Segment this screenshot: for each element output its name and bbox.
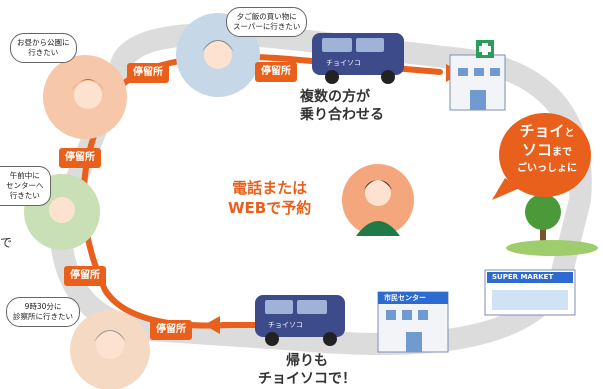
- soko-text: ソコ: [521, 141, 552, 159]
- to-text: と: [564, 128, 575, 139]
- bus-stop-label-2: 停留所: [255, 62, 297, 82]
- choisoko-line3: ごいっしょに: [517, 163, 577, 174]
- elderly-woman-hair: [202, 40, 234, 52]
- operator-face: [365, 180, 391, 206]
- speech-bubble-center-line1: 午前中に: [9, 171, 40, 180]
- speech-bubble-supermarket: 夕ご飯の買い物に スーパーに行きたい: [226, 7, 308, 37]
- civic-center-sign: 市民センター: [384, 294, 426, 302]
- van-logo-bottom: チョイソコ: [268, 321, 303, 329]
- choi-text: チョイ: [519, 122, 565, 140]
- speech-bubble-clinic: 9時30分に 診察所に行きたい: [6, 297, 80, 327]
- bus-stop-label-4: 停留所: [64, 266, 106, 286]
- caption-ride-share-line2: 乗り合わせる: [300, 107, 384, 123]
- speech-bubble-center-line3: 行きたい: [9, 191, 40, 200]
- speech-bubble-park: お昼から公園に 行きたい: [10, 33, 77, 63]
- caption-return-line2: チョイソコで！: [258, 371, 356, 387]
- hospital-building-icon: [449, 40, 506, 111]
- van-bottom-icon: [255, 295, 345, 346]
- speech-bubble-clinic-line2: 診察所に行きたい: [13, 312, 73, 321]
- elderly-woman-face: [204, 41, 232, 69]
- bus-stop-label-5: 停留所: [150, 320, 192, 340]
- bus-stop-label-1: 停留所: [127, 63, 169, 83]
- caption-return: 帰りも チョイソコで！: [258, 352, 356, 388]
- caption-reserve-line2: WEBで予約: [228, 199, 312, 217]
- van-logo-top: チョイソコ: [326, 59, 361, 67]
- caption-ride-share: 複数の方が 乗り合わせる: [300, 88, 384, 124]
- caption-reserve-line1: 電話または: [232, 179, 308, 197]
- caption-reserve: 電話または WEBで予約: [228, 178, 311, 218]
- grandma-face: [96, 331, 124, 359]
- choisoko-line2: ソコまで: [509, 142, 585, 161]
- civic-center-building-icon: [377, 291, 449, 353]
- supermarket-building-icon: [484, 269, 576, 316]
- mother-face: [74, 81, 102, 109]
- choisoko-line1: チョイと: [509, 123, 585, 142]
- caption-ride-share-line1: 複数の方が: [300, 89, 370, 105]
- speech-bubble-center-line2: センターへ: [6, 181, 44, 190]
- speech-bubble-park-line2: 行きたい: [28, 48, 59, 57]
- supermarket-sign: SUPER MARKET: [492, 273, 554, 281]
- mother-hair: [72, 79, 104, 90]
- choisoko-bubble-text: チョイと ソコまで ごいっしょに: [509, 123, 585, 177]
- route-arrow-head-bottom: [204, 316, 220, 334]
- choisoko-bubble-shape: [499, 113, 591, 197]
- operator-body: [356, 221, 400, 236]
- made-text: まで: [552, 147, 572, 158]
- speech-bubble-park-line1: お昼から公園に: [17, 38, 70, 47]
- left-edge-fragment: で: [0, 236, 13, 250]
- elderly-man-face: [49, 197, 75, 223]
- van-top-icon: [312, 33, 404, 84]
- caption-return-line1: 帰りも: [286, 353, 328, 369]
- speech-bubble-clinic-line1: 9時30分に: [24, 302, 62, 311]
- bus-stop-label-3: 停留所: [59, 148, 101, 168]
- speech-bubble-supermarket-line1: 夕ご飯の買い物に: [236, 12, 297, 21]
- speech-bubble-supermarket-line2: スーパーに行きたい: [233, 22, 301, 31]
- grandma-hair: [94, 330, 126, 342]
- choisoko-bubble-tail: [492, 178, 520, 200]
- operator-hair: [364, 180, 392, 190]
- park-tree-icon: [506, 194, 598, 256]
- speech-bubble-center: 午前中に センターへ 行きたい: [0, 166, 51, 206]
